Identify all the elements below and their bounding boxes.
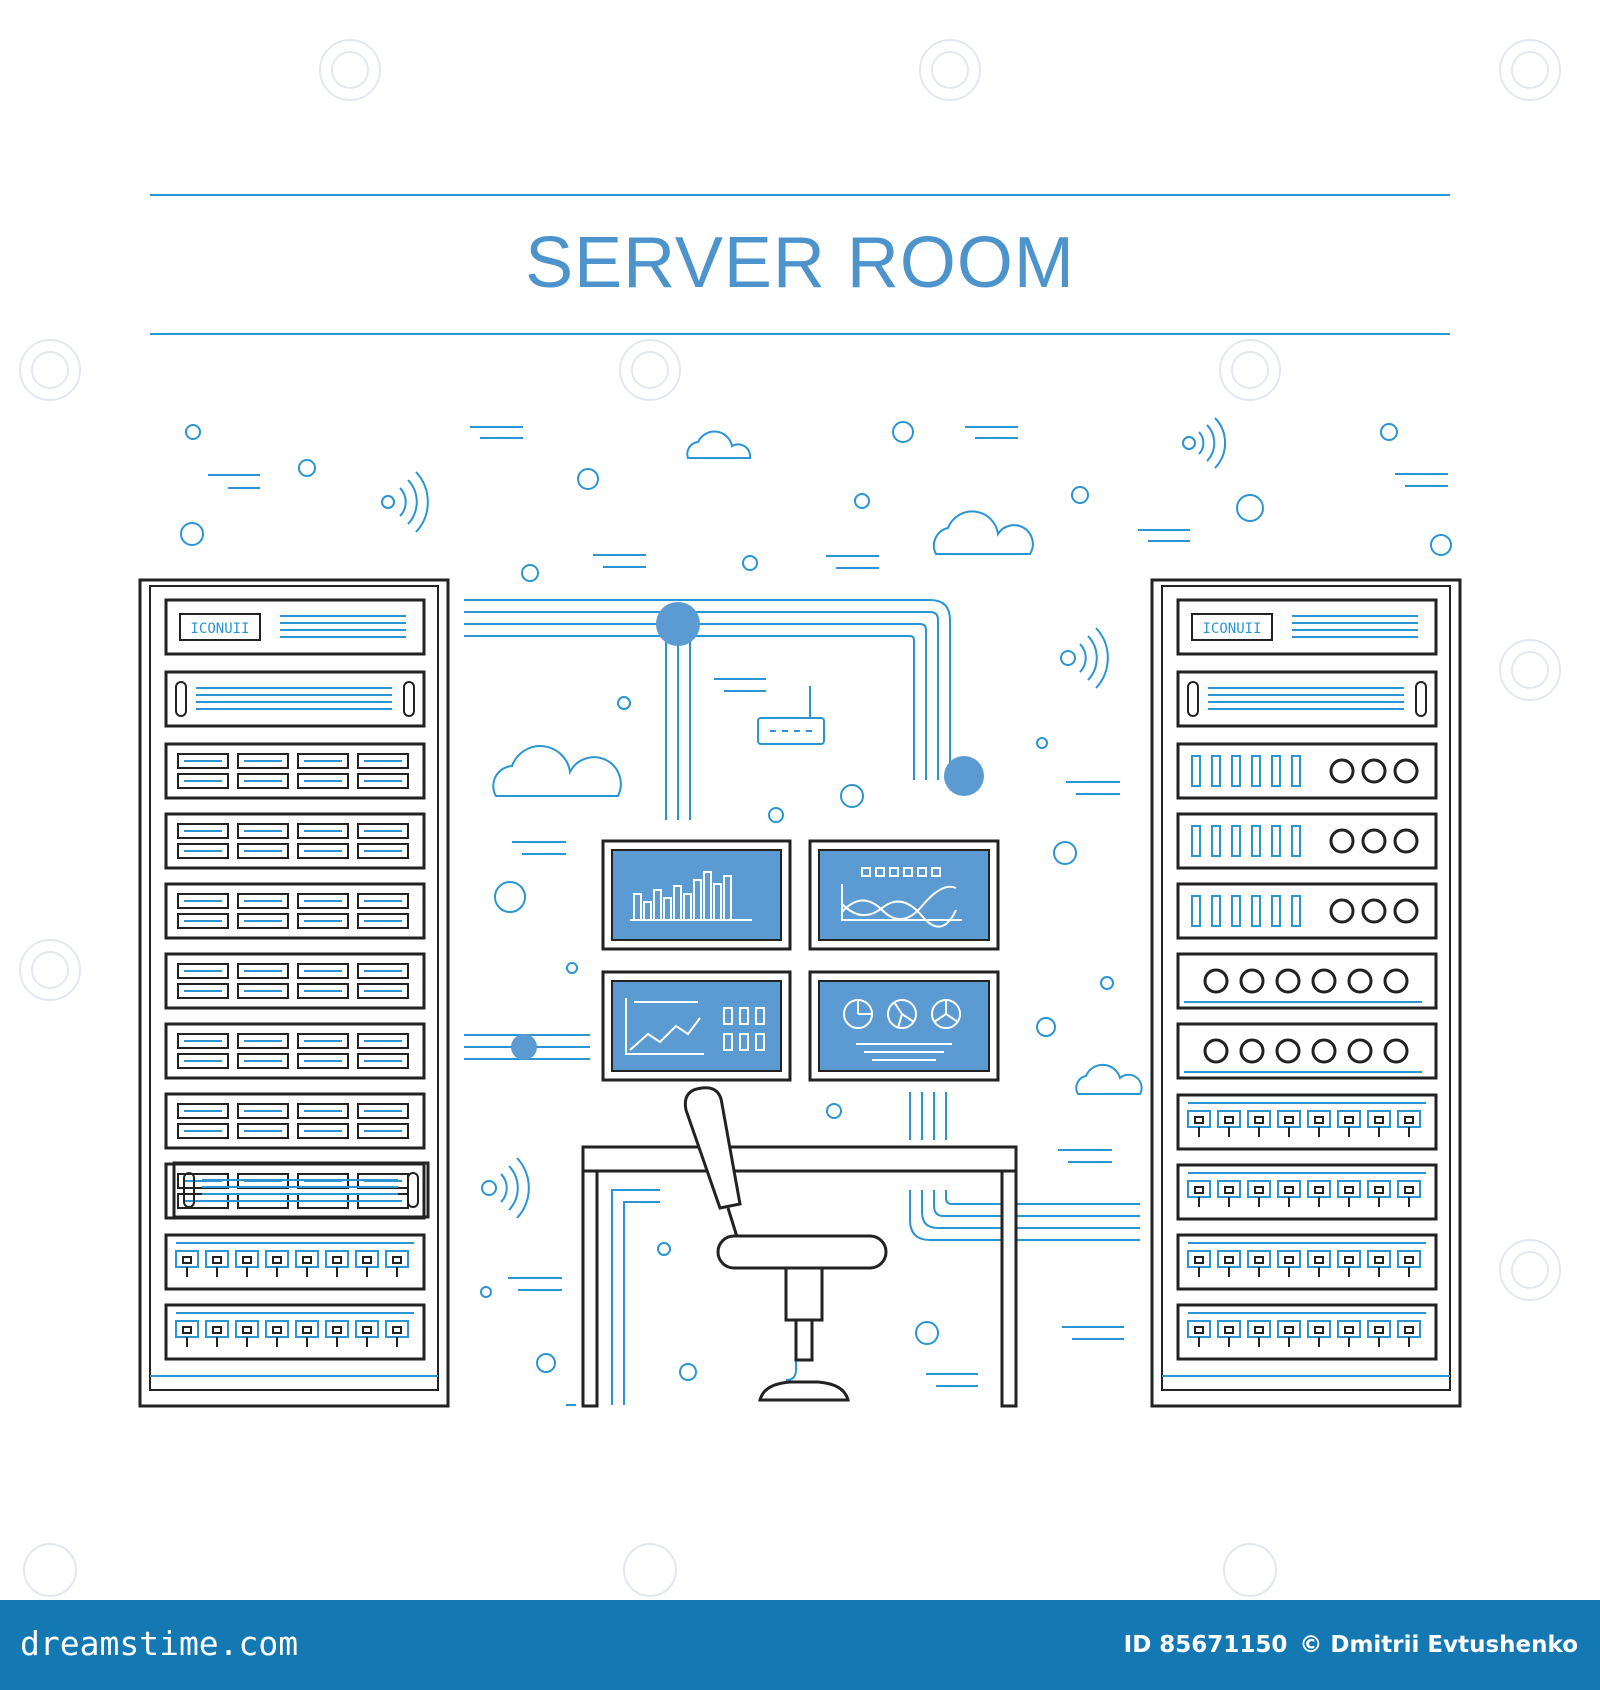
- server-unit: [164, 1022, 426, 1080]
- server-rack-right: ICONUII: [1150, 578, 1462, 1408]
- monitor-pie-chart: [808, 970, 1000, 1082]
- patch-panel-unit: [1176, 1233, 1438, 1291]
- server-rack-left: ICONUII: [138, 578, 450, 1408]
- server-unit: [164, 812, 426, 870]
- monitor-bar-chart: [601, 839, 792, 951]
- patch-panel-unit: [1176, 1303, 1438, 1361]
- wifi-icons: [381, 417, 1227, 1219]
- rack-badge-label: ICONUII: [190, 621, 249, 637]
- patch-panel-unit: [1176, 1093, 1438, 1151]
- server-unit: [164, 742, 426, 800]
- image-credit: ID 85671150 © Dmitrii Evtushenko: [1120, 1632, 1578, 1658]
- rack-badge-label: ICONUII: [1202, 621, 1261, 637]
- image-id: ID 85671150: [1123, 1632, 1288, 1658]
- server-unit: [164, 882, 426, 940]
- monitor-trend-chart: [601, 970, 792, 1082]
- wifi-icon: [381, 471, 429, 533]
- wifi-icon: [1182, 417, 1227, 469]
- server-unit: [164, 1092, 426, 1150]
- server-unit: [1176, 882, 1438, 940]
- background-decoration: [180, 421, 1452, 1387]
- cable-nodes: [511, 602, 984, 1060]
- brand-logo-text: dreamstime.com: [20, 1624, 299, 1663]
- wifi-icon: [481, 1157, 530, 1219]
- server-unit: [1176, 812, 1438, 870]
- monitor-wall: [601, 839, 1000, 1082]
- server-unit: [1176, 952, 1438, 1010]
- watermark-footer: dreamstime.com ID 85671150 © Dmitrii Evt…: [0, 1600, 1600, 1690]
- server-unit: [1176, 742, 1438, 800]
- server-unit: [1176, 1022, 1438, 1080]
- desk: [581, 1145, 1018, 1408]
- page-title: SERVER ROOM: [525, 223, 1075, 303]
- office-chair: [683, 1086, 888, 1402]
- cloud-icon: [492, 745, 622, 797]
- router-icon: [757, 686, 825, 745]
- cloud-icon: [932, 510, 1034, 555]
- server-unit: [164, 952, 426, 1010]
- monitor-line-chart: [808, 839, 1000, 951]
- watermark-spirals: [19, 39, 1561, 1597]
- patch-panel-unit: [1176, 1163, 1438, 1221]
- server-room-illustration: ICONUII ICONUII: [19, 39, 1561, 1597]
- patch-panel-unit: [164, 1233, 426, 1291]
- copyright-author: © Dmitrii Evtushenko: [1299, 1632, 1578, 1658]
- cloud-icons: [492, 430, 1143, 1095]
- wifi-icon: [1060, 627, 1109, 689]
- patch-panel-unit: [164, 1303, 426, 1361]
- cloud-icon: [1075, 1063, 1143, 1095]
- cloud-icon: [686, 430, 752, 459]
